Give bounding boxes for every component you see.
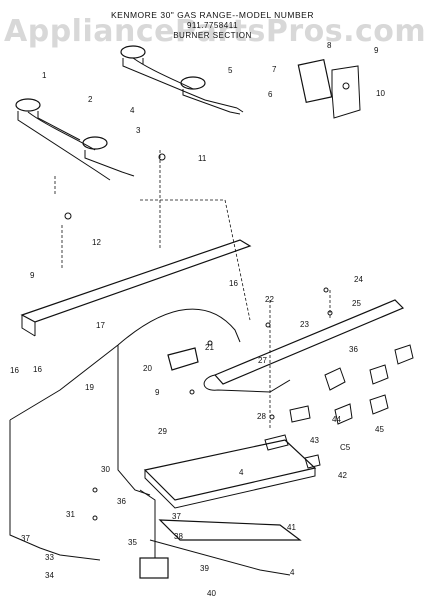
broiler-tube — [139, 489, 302, 560]
callout-22: 22 — [265, 295, 274, 304]
callout-17: 17 — [96, 321, 105, 330]
callout-12: 12 — [92, 238, 101, 247]
callout-21: 21 — [205, 343, 214, 352]
callout-42: 42 — [338, 471, 347, 480]
callout-9: 9 — [374, 46, 379, 55]
ignitor-20 — [167, 347, 199, 371]
callout-labels: 1234567891011129161719202122232425272829… — [10, 41, 385, 598]
valve-bracket — [297, 59, 361, 119]
section-title: BURNER SECTION — [173, 31, 252, 40]
callout-10: 10 — [376, 89, 385, 98]
callout-9: 9 — [30, 271, 35, 280]
callout-40: 40 — [207, 589, 216, 598]
callout-16: 16 — [33, 365, 42, 374]
callout-8: 8 — [327, 41, 332, 50]
front-burner-assembly — [15, 98, 135, 181]
screws — [64, 153, 333, 521]
callout-30: 30 — [101, 465, 110, 474]
callout-2: 2 — [88, 95, 93, 104]
callout-16: 16 — [229, 279, 238, 288]
callout-9: 9 — [155, 388, 160, 397]
gas-tubing — [9, 308, 291, 576]
gas-manifold — [203, 299, 405, 393]
callout-20: 20 — [143, 364, 152, 373]
callout-1: 1 — [42, 71, 47, 80]
callout-35: 35 — [128, 538, 137, 547]
callout-16: 16 — [10, 366, 19, 375]
callout-25: 25 — [352, 299, 361, 308]
callout-44: 44 — [332, 415, 341, 424]
callout-33: 33 — [45, 553, 54, 562]
valve-39 — [139, 557, 169, 579]
callout-27: 27 — [258, 356, 267, 365]
callout-C5: C5 — [340, 443, 351, 452]
callout-45: 45 — [375, 425, 384, 434]
rear-burner-assembly — [120, 45, 244, 115]
valve-fittings — [264, 344, 414, 469]
callout-34: 34 — [45, 571, 54, 580]
callout-29: 29 — [158, 427, 167, 436]
callout-37: 37 — [172, 512, 181, 521]
callout-19: 19 — [85, 383, 94, 392]
callout-24: 24 — [354, 275, 363, 284]
callout-6: 6 — [268, 90, 273, 99]
callout-3: 3 — [136, 126, 141, 135]
callout-31: 31 — [66, 510, 75, 519]
diagram-title: KENMORE 30" GAS RANGE--MODEL NUMBER — [111, 10, 314, 20]
callout-7: 7 — [272, 65, 277, 74]
callout-38: 38 — [174, 532, 183, 541]
callout-28: 28 — [257, 412, 266, 421]
callout-37: 37 — [21, 534, 30, 543]
callout-43: 43 — [310, 436, 319, 445]
model-number: 911.7758411 — [186, 21, 239, 30]
callout-11: 11 — [198, 154, 207, 163]
callout-39: 39 — [200, 564, 209, 573]
callout-5: 5 — [228, 66, 233, 75]
callout-4: 4 — [130, 106, 135, 115]
callout-36: 36 — [349, 345, 358, 354]
callout-4: 4 — [290, 568, 295, 577]
broiler-burner — [143, 439, 317, 509]
burner-support — [20, 239, 252, 337]
callout-41: 41 — [287, 523, 296, 532]
callout-4: 4 — [239, 468, 244, 477]
callout-36: 36 — [117, 497, 126, 506]
watermark: AppliancePartsPros.com — [4, 14, 425, 49]
callout-23: 23 — [300, 320, 309, 329]
